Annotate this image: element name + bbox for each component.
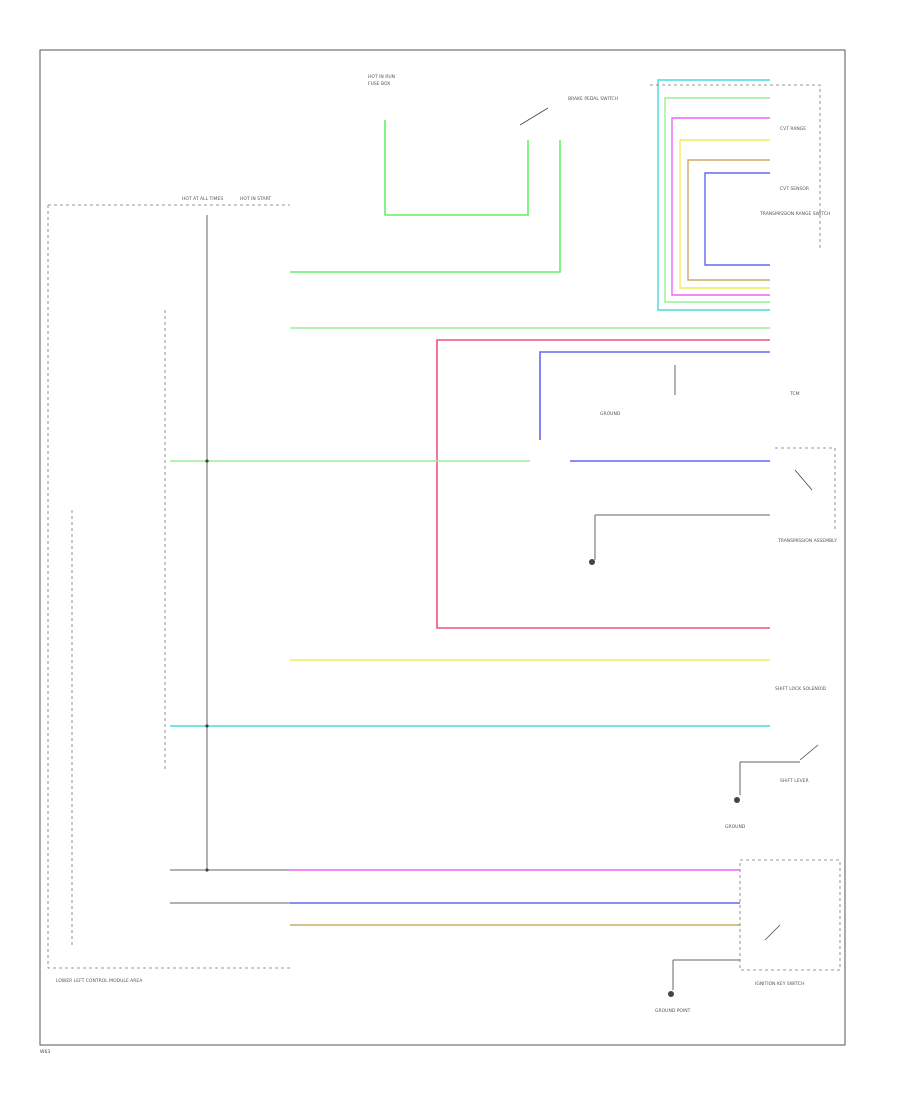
- ground-node-1: [589, 559, 595, 565]
- range-label-2: CVT SENSOR: [780, 186, 809, 192]
- magenta-harness: [671, 117, 770, 296]
- green-wire-run: [290, 140, 561, 273]
- tcm-label: TCM: [789, 391, 800, 397]
- left-module-outline: [47, 205, 290, 969]
- top-fuse-label: HOT IN RUN: [368, 74, 395, 80]
- splice-dot-1: [205, 459, 209, 463]
- transmission-switch-box: [775, 447, 836, 530]
- ground-bottom-label: GROUND POINT: [655, 1008, 691, 1014]
- range-sensor-box: [650, 84, 821, 250]
- cyan-harness: [657, 79, 770, 311]
- splice-dot-2: [205, 724, 209, 728]
- ignition-switch-box: [739, 859, 841, 971]
- yellow-harness: [679, 139, 770, 289]
- range-label-3: TRANSMISSION RANGE SWITCH: [759, 211, 830, 217]
- left-fuse-a-label: HOT AT ALL TIMES: [182, 196, 223, 202]
- red-wire: [436, 339, 770, 629]
- shift-lever-label: SHIFT LEVER: [780, 778, 809, 784]
- diagram-frame: [39, 49, 846, 1046]
- range-switch-icon: [794, 469, 813, 491]
- lgreen-harness: [664, 97, 770, 303]
- top-box-label: FUSE BOX: [368, 81, 390, 87]
- blue-wire: [539, 351, 770, 440]
- lever-switch-icon: [799, 744, 819, 761]
- transmission-label: TRANSMISSION ASSEMBLY: [777, 538, 837, 544]
- shift-lock-label: SHIFT LOCK SOLENOID: [775, 686, 827, 692]
- ignition-switch-icon: [764, 924, 781, 941]
- bottom-right-label: IGNITION KEY SWITCH: [755, 981, 805, 987]
- mid-ground-label: GROUND: [600, 411, 621, 417]
- left-fuse-b-label: HOT IN START: [240, 196, 271, 202]
- brake-switch-label: BRAKE PEDAL SWITCH: [568, 96, 618, 102]
- splice-dot-3: [205, 868, 209, 872]
- range-label-1: CVT RANGE: [780, 126, 806, 132]
- tan-harness: [687, 159, 770, 281]
- ground2-label: GROUND: [725, 824, 746, 830]
- bottom-left-label: LOWER LEFT CONTROL MODULE AREA: [56, 978, 143, 984]
- green-wire-top: [384, 120, 529, 216]
- footer-code: W63: [40, 1049, 50, 1055]
- brake-switch-icon: [519, 107, 549, 126]
- blue-harness: [704, 172, 770, 266]
- ground-node-3: [668, 991, 674, 997]
- ground-node-2: [734, 797, 740, 803]
